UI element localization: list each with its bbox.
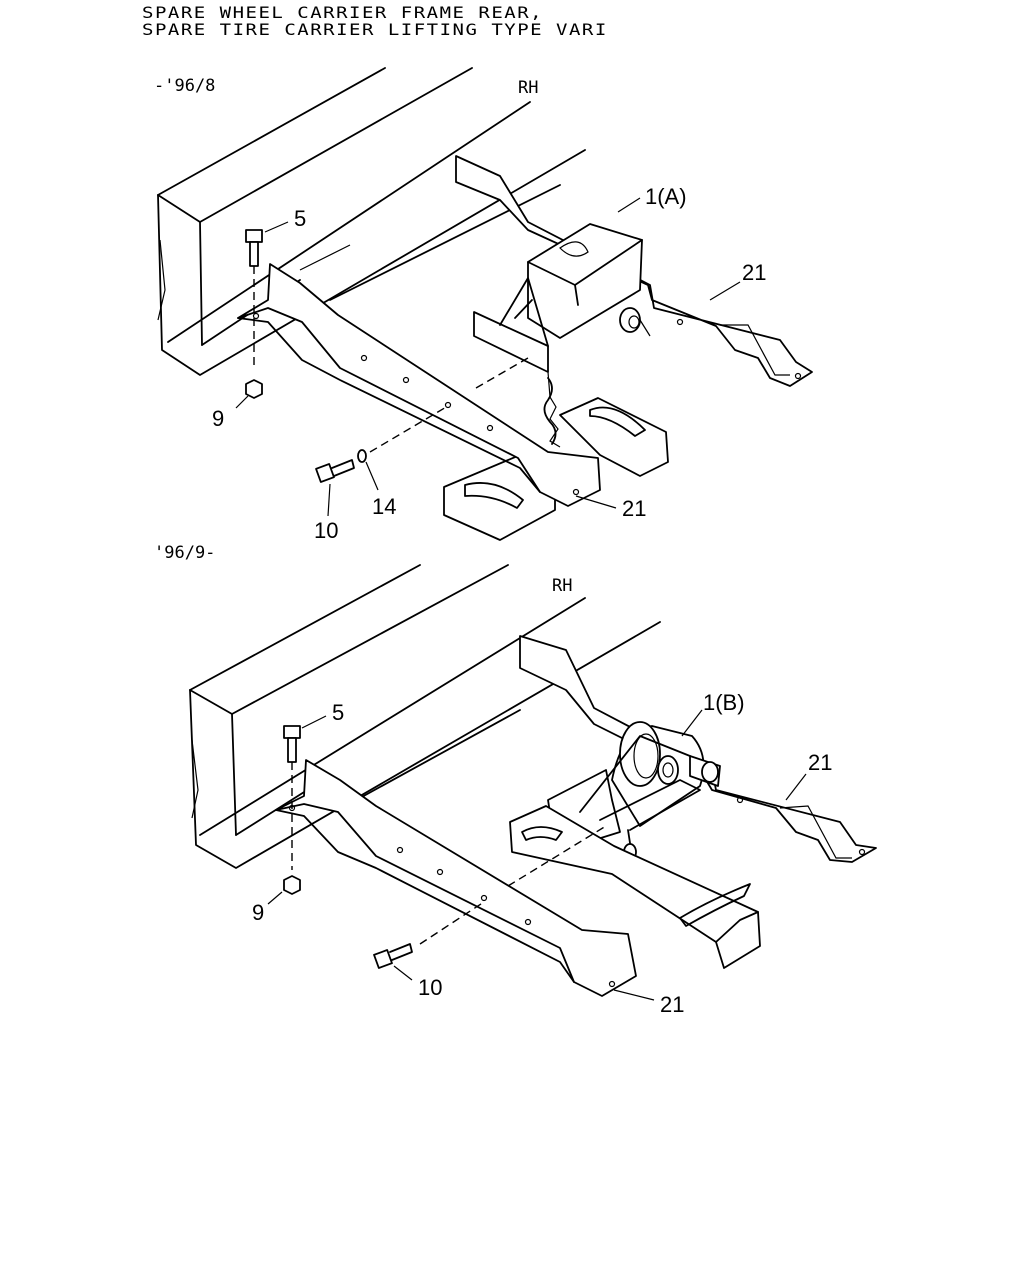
wheel-cradle-b: [509, 805, 761, 969]
leaders-a: [235, 197, 741, 517]
callout-washer-a: 14: [372, 494, 397, 519]
callout-crossmember-right-a: 21: [742, 260, 767, 285]
callout-nut-b: 9: [252, 900, 265, 925]
callout-bolt-top-b: 5: [332, 700, 345, 725]
winch-1b: [547, 721, 721, 881]
period-label-a: -'96/8: [154, 76, 216, 96]
crossmember-front-a: [237, 263, 601, 507]
title-line-1: SPARE WHEEL CARRIER FRAME REAR,: [142, 4, 544, 23]
callout-carrier-b: 1(B): [703, 690, 745, 715]
callout-carrier-a: 1(A): [645, 184, 687, 209]
diagram-a-drawing: [157, 67, 813, 541]
diagram-b-drawing: [189, 564, 877, 1001]
callout-crossmember-right-b: 21: [808, 750, 833, 775]
callout-crossmember-front-b: 21: [660, 992, 685, 1017]
fasteners-a: [245, 229, 529, 483]
callout-nut-a: 9: [212, 406, 225, 431]
crossmember-front-b: [275, 759, 637, 997]
crossmember-rear-a: [455, 155, 813, 387]
callout-crossmember-front-a: 21: [622, 496, 647, 521]
period-label-b: '96/9-: [154, 543, 216, 563]
fasteners-b: [283, 725, 607, 969]
callout-bolt-side-a: 10: [314, 518, 339, 543]
title-line-2: SPARE TIRE CARRIER LIFTING TYPE VARI: [142, 21, 608, 40]
side-label-a: RH: [518, 78, 539, 98]
leaders-b: [267, 709, 807, 1001]
callout-bolt-top-a: 5: [294, 206, 307, 231]
frame-rail-a: [157, 67, 586, 376]
callout-bolt-side-b: 10: [418, 975, 443, 1000]
side-label-b: RH: [552, 576, 573, 596]
winch-1a: [473, 223, 643, 448]
